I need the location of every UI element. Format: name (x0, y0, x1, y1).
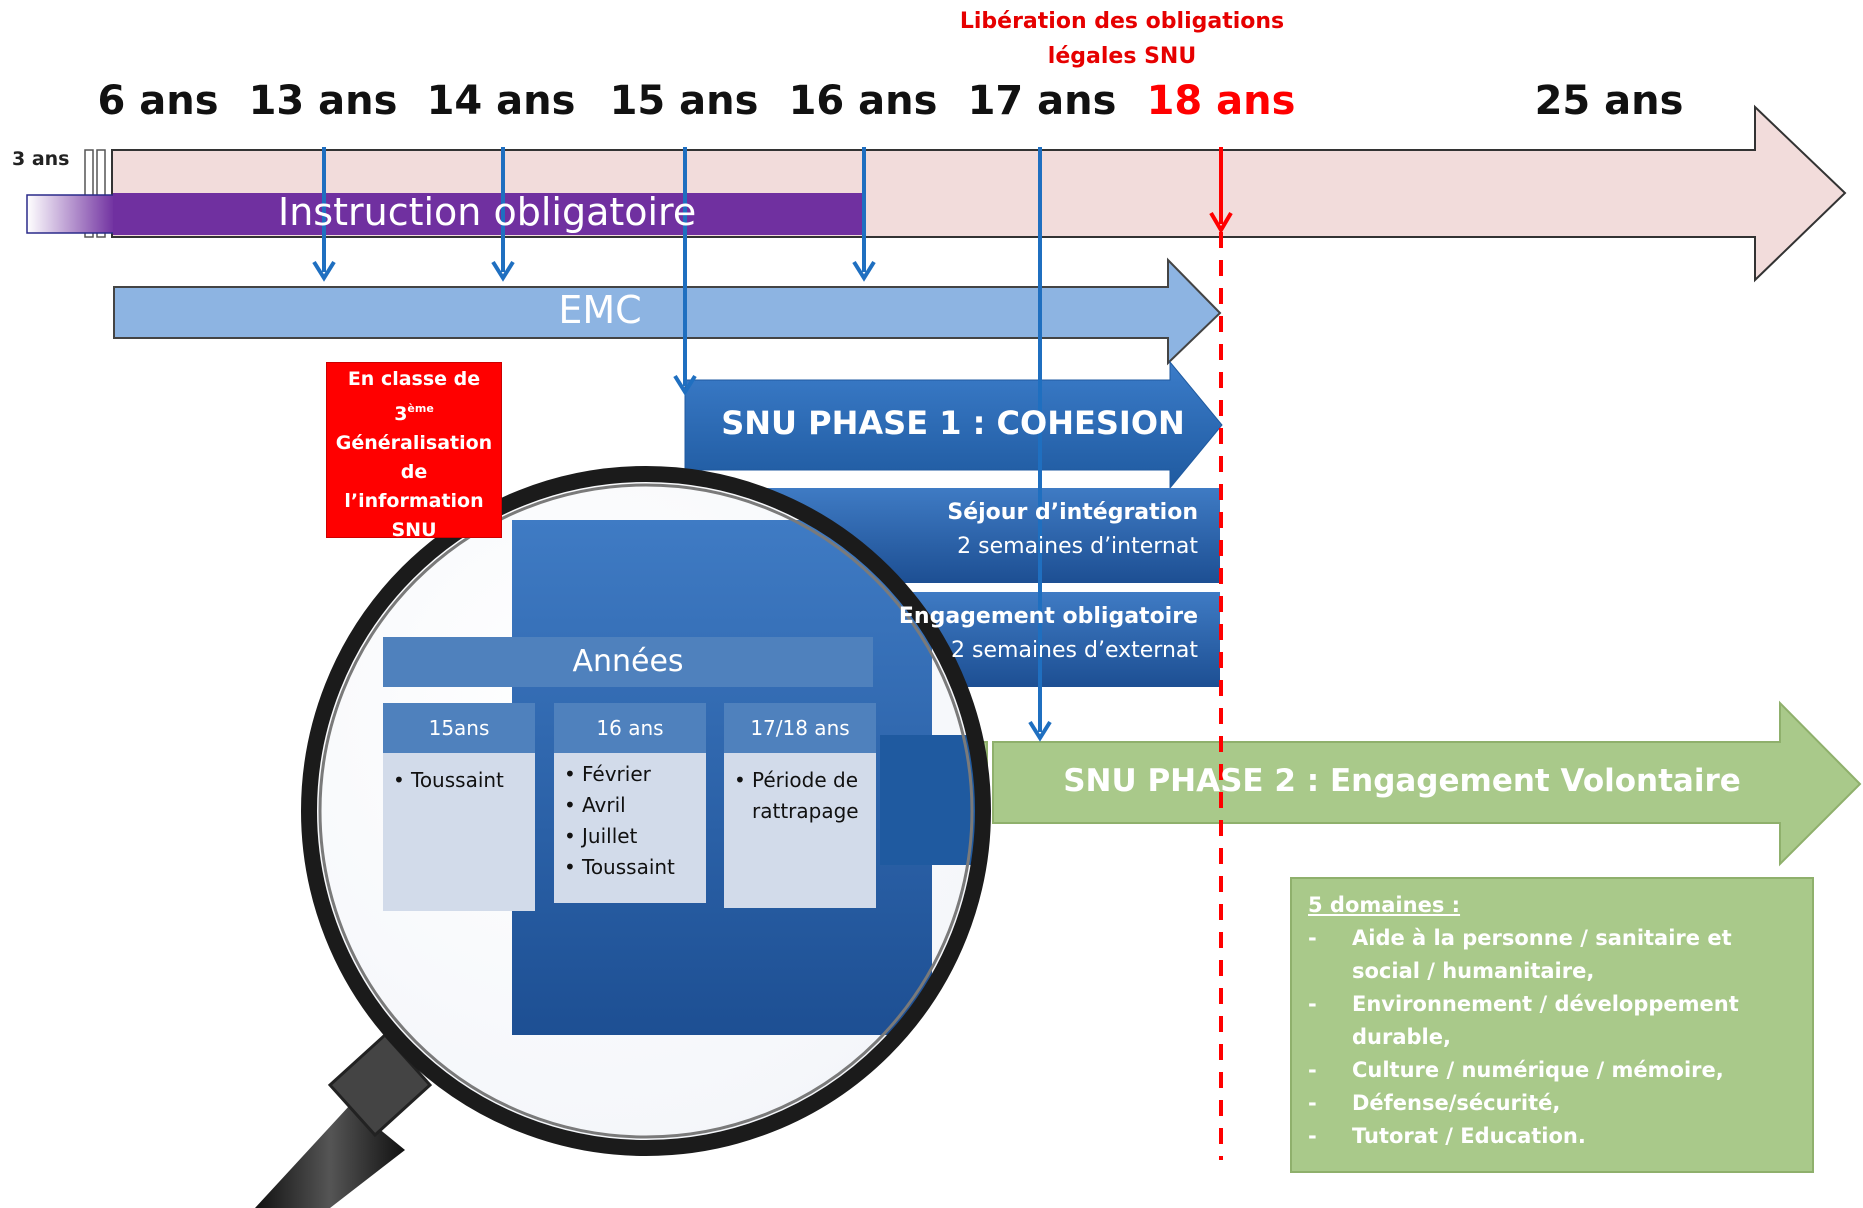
timeline-break-mark (84, 149, 94, 238)
year-column-16: 16 ans Février Avril Juillet Toussaint (554, 703, 706, 903)
year-column-header: 16 ans (554, 703, 706, 753)
sejour-text: Séjour d’intégration 2 semaines d’intern… (947, 496, 1198, 564)
red-box-line: En classe de (347, 368, 481, 390)
year-column-body: Toussaint (383, 753, 535, 911)
engagement-title: Engagement obligatoire (898, 604, 1198, 629)
red-box-line: l’information (344, 490, 484, 512)
age-label: 25 ans (1534, 78, 1684, 124)
domain-item: -Aide à la personne / sanitaire et socia… (1308, 926, 1732, 983)
year-column-17-18: 17/18 ans Période de rattrapage (724, 703, 876, 908)
red-box-grade: 3 (394, 403, 408, 425)
age-label-3: 3 ans (12, 148, 70, 170)
age-label: 14 ans (426, 78, 576, 124)
engagement-detail: 2 semaines d’externat (951, 638, 1198, 663)
age-label-18: 18 ans (1146, 78, 1296, 124)
magnifier-rim (301, 466, 991, 1156)
engagement-text: Engagement obligatoire 2 semaines d’exte… (899, 600, 1198, 668)
month-item: Période de rattrapage (734, 765, 870, 827)
red-box-line: Généralisation (335, 432, 493, 454)
age-label: 16 ans (788, 78, 938, 124)
information-snu-box: En classe de 3ème Généralisation de l’in… (326, 362, 502, 541)
domain-item: -Environnement / développement durable, (1308, 992, 1739, 1049)
domains-box: 5 domaines : -Aide à la personne / sanit… (1290, 877, 1814, 1173)
phase1-label: SNU PHASE 1 : COHESION (721, 404, 1185, 442)
year-column-header: 17/18 ans (724, 703, 876, 753)
phase2-label: SNU PHASE 2 : Engagement Volontaire (1063, 763, 1741, 799)
instruction-bar (113, 193, 863, 235)
red-box-line: 3ème (327, 394, 501, 429)
instruction-fade-bar (26, 194, 116, 234)
year-column-header: 15ans (383, 703, 535, 753)
liberation-line2: légales SNU (1047, 44, 1197, 69)
instruction-label: Instruction obligatoire (278, 190, 697, 234)
month-item: Toussaint (393, 765, 529, 796)
phase2-arrow (992, 700, 1862, 867)
sejour-title: Séjour d’intégration (947, 500, 1198, 525)
domains-title: 5 domaines : (1308, 893, 1461, 917)
magnifier-neck (327, 1032, 433, 1138)
age-label: 15 ans (609, 78, 759, 124)
domain-item: -Culture / numérique / mémoire, (1308, 1058, 1724, 1082)
liberation-label: Libération des obligations légales SNU (922, 4, 1322, 74)
year-column-body: Période de rattrapage (724, 753, 876, 908)
emc-label: EMC (558, 288, 642, 332)
age-label: 6 ans (97, 78, 219, 124)
month-item: Juillet (564, 821, 700, 852)
age-markers (312, 147, 1052, 742)
age-label: 17 ans (967, 78, 1117, 124)
timeline-arrow (111, 104, 1847, 283)
emc-arrow (113, 257, 1222, 366)
timeline-break-mark (96, 149, 106, 238)
liberation-line1: Libération des obligations (959, 9, 1285, 34)
deadline-18 (1209, 147, 1233, 1160)
annees-header: Années (383, 637, 873, 687)
red-box-grade-sup: ème (407, 402, 434, 415)
month-item: Toussaint (564, 852, 700, 883)
year-column-body: Février Avril Juillet Toussaint (554, 753, 706, 903)
month-item: Février (564, 759, 700, 790)
year-column-15: 15ans Toussaint (383, 703, 535, 911)
domain-item: -Tutorat / Education. (1308, 1124, 1586, 1148)
sejour-detail: 2 semaines d’internat (957, 534, 1198, 559)
age-label: 13 ans (248, 78, 398, 124)
red-box-line: SNU (391, 519, 437, 541)
magnifier-handle (255, 1105, 405, 1208)
month-item: Avril (564, 790, 700, 821)
domain-item: -Défense/sécurité, (1308, 1091, 1561, 1115)
red-box-line: de (400, 461, 428, 483)
phase1-arrow (684, 360, 1223, 490)
